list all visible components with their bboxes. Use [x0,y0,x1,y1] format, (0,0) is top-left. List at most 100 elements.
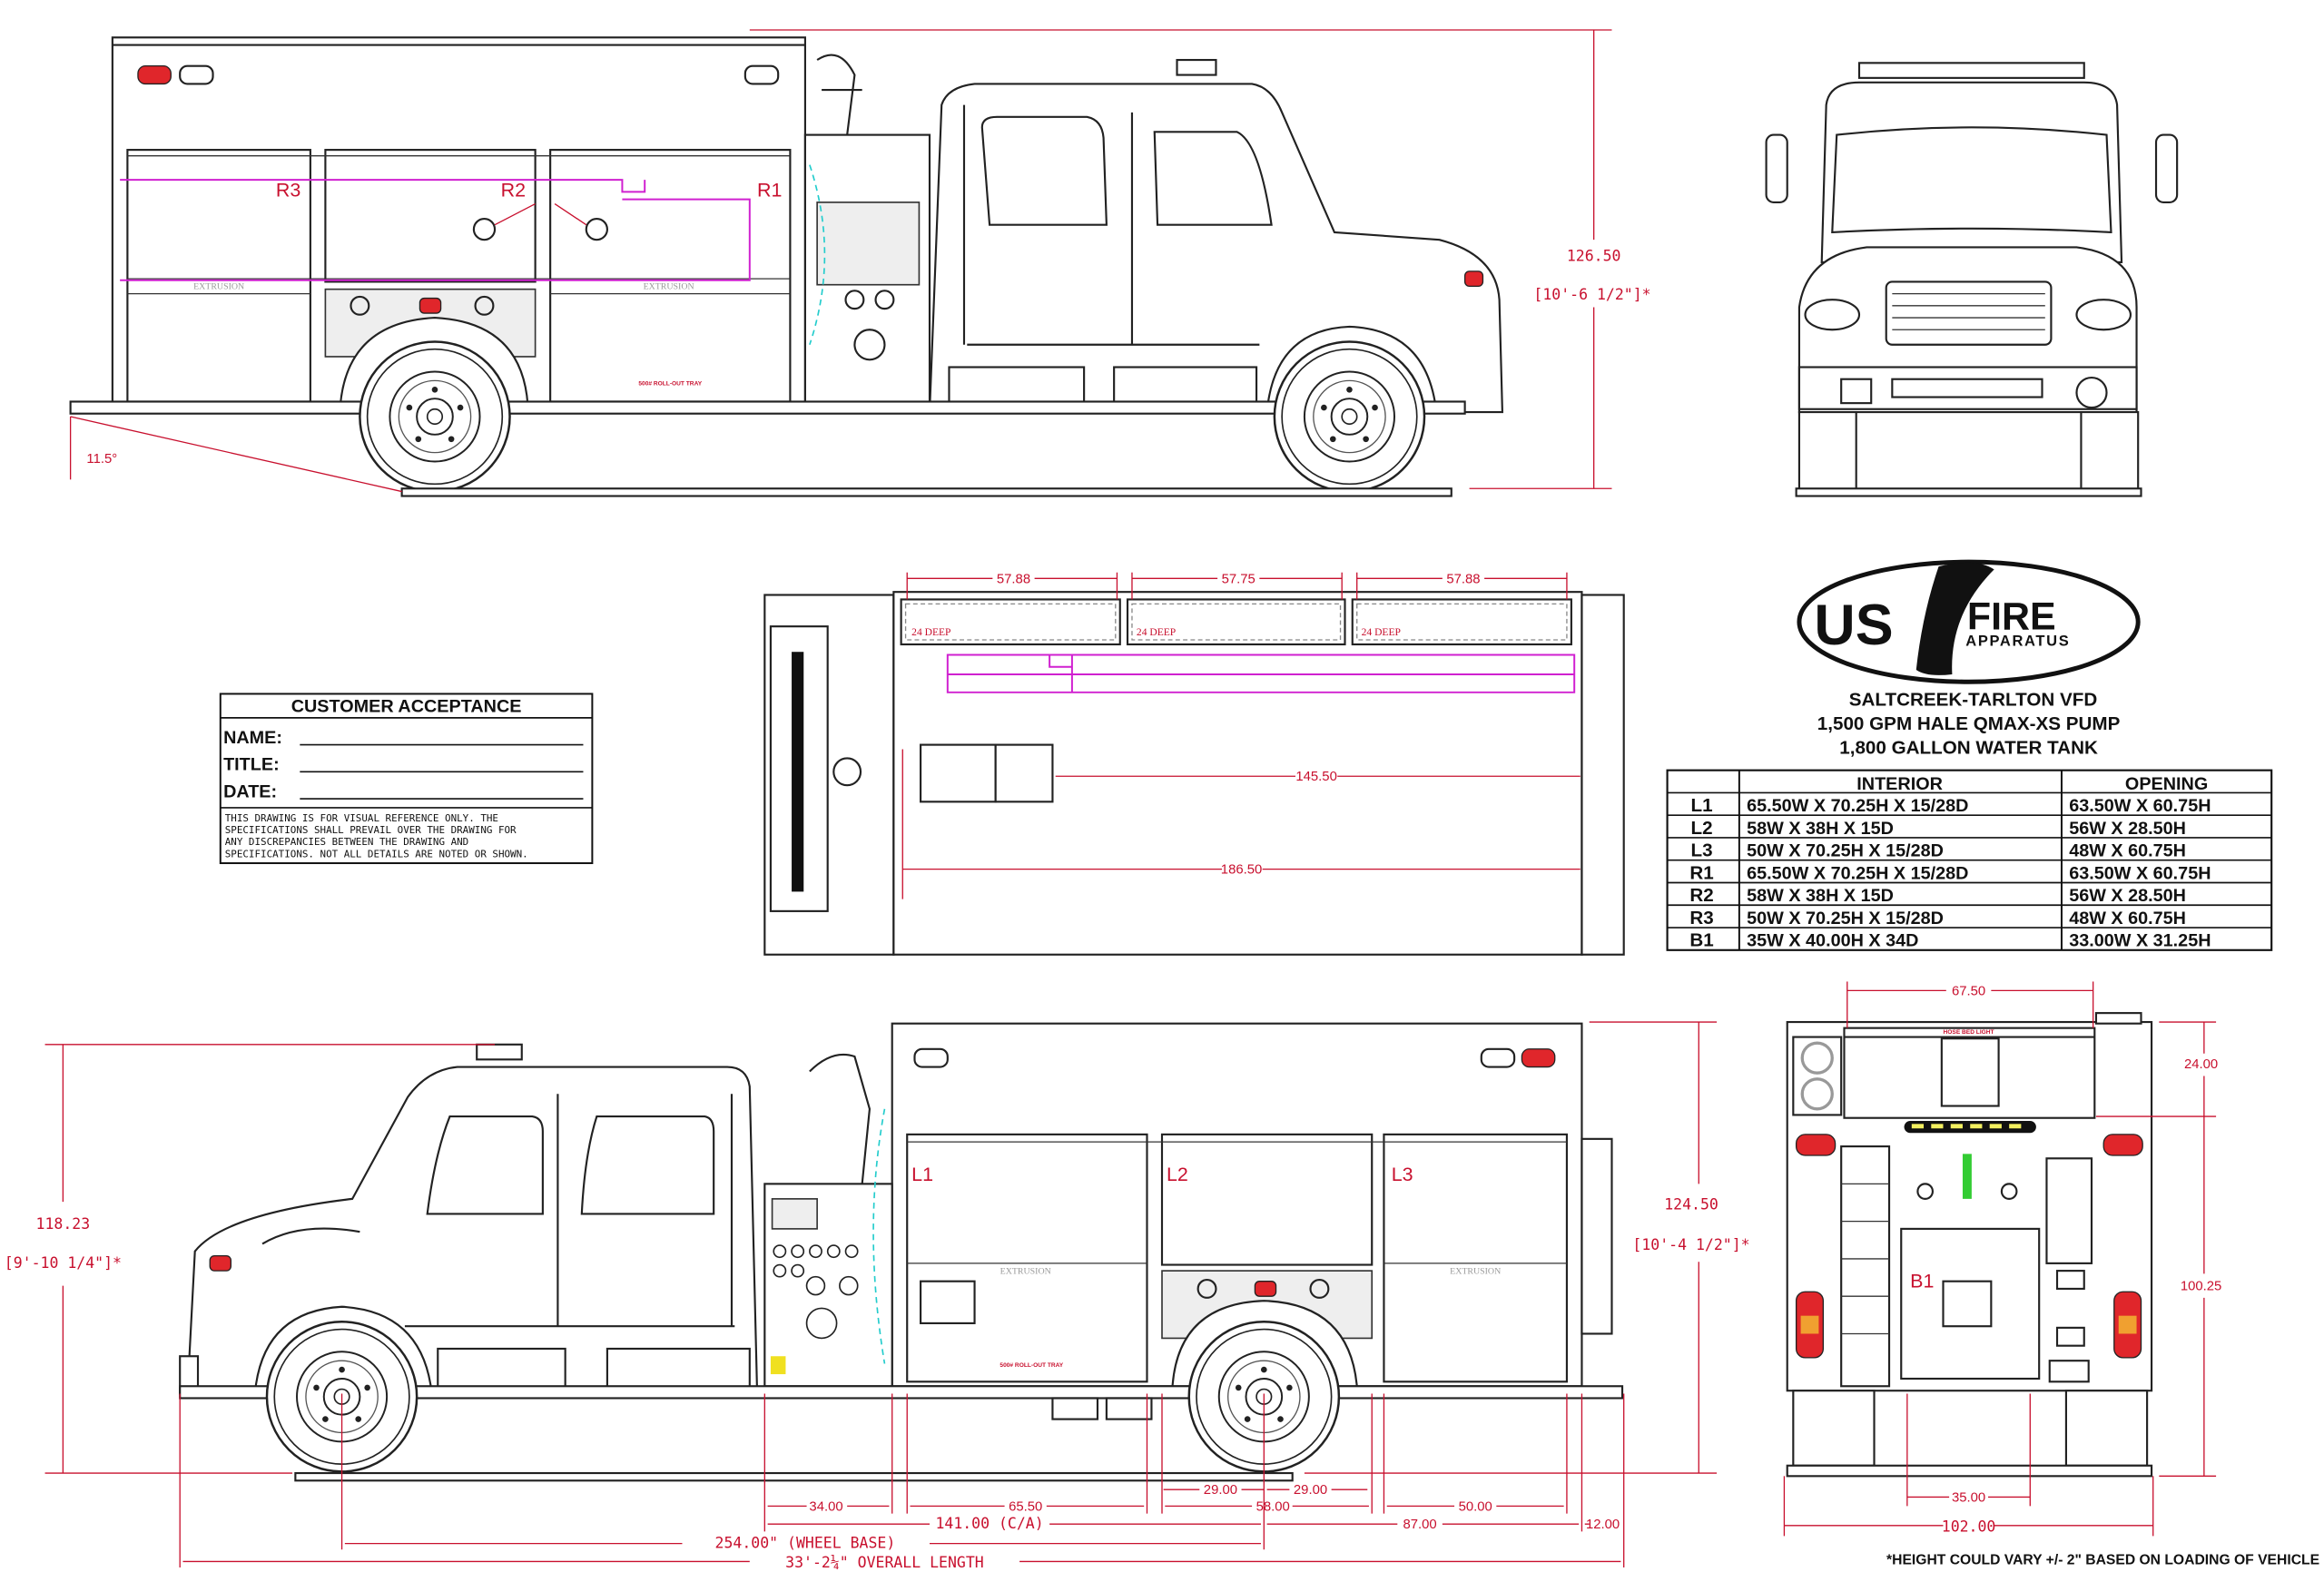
ground-line [294,1471,1294,1482]
table-cell-compartment: L2 [1691,818,1713,839]
front-tire [2080,410,2140,491]
rear-tire [1792,1390,1876,1467]
deck-gun-icon [816,54,862,135]
rear-overhang-dim: 12.00 [1586,1518,1620,1532]
us-fire-apparatus-logo: US FIRE APPARATUS [1797,559,2141,684]
disclaimer-line: SPECIFICATIONS SHALL PREVAIL OVER THE DR… [225,824,517,836]
cab-to-axle-dim: 141.00 (C/A) [935,1515,1043,1532]
table-cell-compartment: L1 [1691,795,1713,816]
table-cell-interior: 65.50W X 70.25H X 15/28D [1747,796,1968,816]
customer-acceptance-box: CUSTOMER ACCEPTANCE NAME: TITLE: DATE: T… [219,693,594,865]
table-header: INTERIOR [1856,774,1943,794]
l3-width-dim: 50.00 [1459,1499,1492,1514]
table-cell-opening: 63.50W X 60.75H [2069,863,2211,883]
rear-tire [2064,1390,2149,1467]
departure-angle-label: 11.5° [86,452,117,467]
logo-fire: FIRE [1967,594,2056,638]
l2-width-dim: 58.00 [1256,1499,1290,1514]
hose-bed-width-dim: 67.50 [1952,984,1985,998]
body-height-imperial: [10'-4 1/2"]* [1632,1236,1749,1253]
compartment-width-1: 57.88 [997,572,1030,586]
compartment-label-r1: R1 [757,179,782,201]
handle-icon [472,217,497,241]
depth-label: 24 DEEP [1362,627,1401,638]
cab-window [980,115,1108,226]
table-cell-compartment: L3 [1691,840,1713,861]
side-view-left: L1 L2 L3 EXTRUSION EXTRUSION 500# ROLL-O… [5,1021,1750,1571]
table-cell-compartment: B1 [1689,930,1713,951]
compartment-door-l1 [906,1133,1148,1383]
disclaimer-line: THIS DRAWING IS FOR VISUAL REFERENCE ONL… [225,812,498,824]
front-view [1765,62,2179,497]
cab-window [580,1115,715,1215]
table-cell-interior: 58W X 38H X 15D [1747,886,1894,906]
extrusion-label: EXTRUSION [193,282,244,292]
compartment-label-b1: B1 [1910,1270,1934,1292]
extrusion-label: EXTRUSION [1450,1266,1501,1276]
layout-line [946,653,1576,693]
overall-length-dim: 33'-2¼" OVERALL LENGTH [785,1554,984,1571]
tray-label: 500# ROLL-OUT TRAY [1000,1362,1063,1369]
table-cell-interior: 65.50W X 70.25H X 15/28D [1747,863,1968,883]
l1-width-dim: 65.50 [1009,1499,1042,1514]
compartment-width-2: 57.75 [1222,572,1256,586]
top-view: 24 DEEP 24 DEEP 24 DEEP 57.88 57.75 57.8… [763,572,1625,956]
cab-window [1153,131,1273,226]
front-wheel-icon [1273,340,1426,493]
panel-icon [920,1280,976,1324]
pump-panel-dim: 34.00 [809,1499,842,1514]
headlight-icon [2075,299,2132,331]
compartment-door-l2 [1160,1133,1374,1266]
hose-bed [1843,1027,2096,1119]
table-cell-interior: 50W X 70.25H X 15/28D [1747,841,1944,861]
date-label: DATE: [223,781,277,801]
table-cell-compartment: R2 [1689,885,1713,906]
height-value: 126.50 [1567,247,1621,264]
extrusion-label: EXTRUSION [1000,1266,1051,1276]
table-cell-compartment: R3 [1689,908,1713,928]
rear-wheel-icon [359,340,511,493]
deck-gun-icon [809,1053,872,1184]
side-view-right: R3 R2 R1 EXTRUSION EXTRUSION 500# ROLL-O… [69,29,1651,497]
compartment-width-3: 57.88 [1446,572,1480,586]
green-light-icon [1962,1154,1972,1199]
name-label: NAME: [223,728,282,748]
compartment-label-l3: L3 [1392,1164,1413,1185]
axle-width-dim: 35.00 [1952,1490,1985,1505]
marker-light-icon [209,1254,232,1272]
headlight-icon [1804,299,1861,331]
wheel-base-dim: 254.00" (WHEEL BASE) [715,1535,896,1552]
wheel-well-dim-b: 29.00 [1294,1483,1327,1498]
hose-bed-light-label: HOSE BED LIGHT [1944,1029,1994,1036]
intake-icon [853,329,886,361]
deck-gun-icon [832,757,862,787]
compartment-label-r3: R3 [276,179,300,201]
tank-spec: 1,800 GALLON WATER TANK [1839,738,2098,759]
depth-label: 24 DEEP [911,627,950,638]
table-cell-opening: 56W X 28.50H [2069,819,2186,839]
compartment-label-l2: L2 [1167,1164,1188,1185]
cab-window [426,1115,544,1215]
beacon-light-icon [1176,58,1217,76]
light-icon [350,295,370,316]
body-height-value: 124.50 [1664,1195,1718,1213]
axle-to-rear-dim: 87.00 [1403,1518,1436,1532]
disclaimer-line: ANY DISCREPANCIES BETWEEN THE DRAWING AN… [225,836,468,848]
marker-light-icon [1480,1047,1516,1068]
table-cell-opening: 63.50W X 60.75H [2069,796,2211,816]
marker-light-icon [913,1047,949,1068]
tail-light-icon [2102,1134,2143,1156]
pump-spec: 1,500 GPM HALE QMAX-XS PUMP [1817,713,2121,734]
extrusion-label: EXTRUSION [644,282,694,292]
beacon-light-icon [476,1043,523,1061]
cab-height-value: 118.23 [36,1215,91,1233]
table-cell-interior: 58W X 38H X 15D [1747,819,1894,839]
marker-light-icon [743,64,780,85]
layout-line [120,179,751,281]
body-length: 186.50 [1221,863,1262,878]
light-icon [474,295,495,316]
compartment-label-r2: R2 [501,179,526,201]
logo-us: US [1814,594,1893,657]
acceptance-title: CUSTOMER ACCEPTANCE [291,696,522,716]
